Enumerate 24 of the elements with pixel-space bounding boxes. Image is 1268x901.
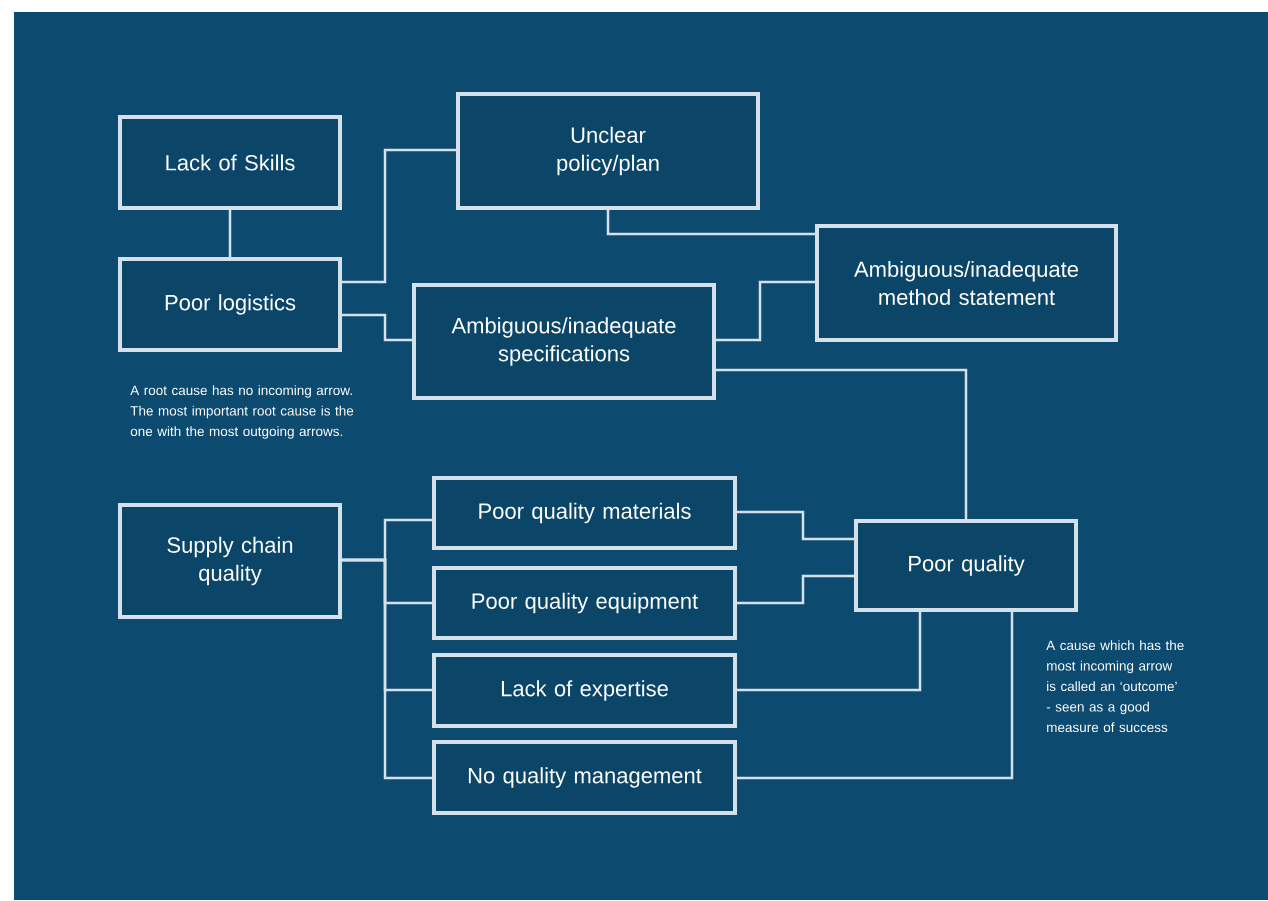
cause-box: Ambiguous/inadequate method statement [815, 224, 1118, 342]
connector [716, 368, 968, 519]
connector [716, 280, 815, 342]
note-text: A root cause has no incoming arrow. The most important root cause is the one with the most outgoing arrows. [130, 385, 354, 439]
cause-box: Poor logistics [118, 257, 342, 352]
connector [342, 148, 456, 284]
cause-box: Unclear policy/plan [456, 92, 760, 210]
cause-box: Lack of Skills [118, 115, 342, 210]
connector [737, 612, 1014, 780]
connector [737, 510, 854, 541]
cause-box: Lack of expertise [432, 653, 737, 728]
connector [606, 210, 815, 236]
connector [228, 210, 232, 257]
cause-box: Ambiguous/inadequate specifications [412, 283, 716, 400]
cause-box: Poor quality equipment [432, 566, 737, 640]
cause-box: Poor quality materials [432, 476, 737, 550]
connector [737, 574, 854, 605]
cause-box: No quality management [432, 740, 737, 815]
note-text: A cause which has the most incoming arrow is called an ‘outcome’ - seen as a good measure of success [1046, 640, 1184, 733]
cause-box: Supply chain quality [118, 503, 342, 619]
connector [737, 612, 922, 692]
connector [342, 558, 432, 780]
connector [342, 313, 412, 342]
cause-box: Poor quality [854, 519, 1078, 612]
